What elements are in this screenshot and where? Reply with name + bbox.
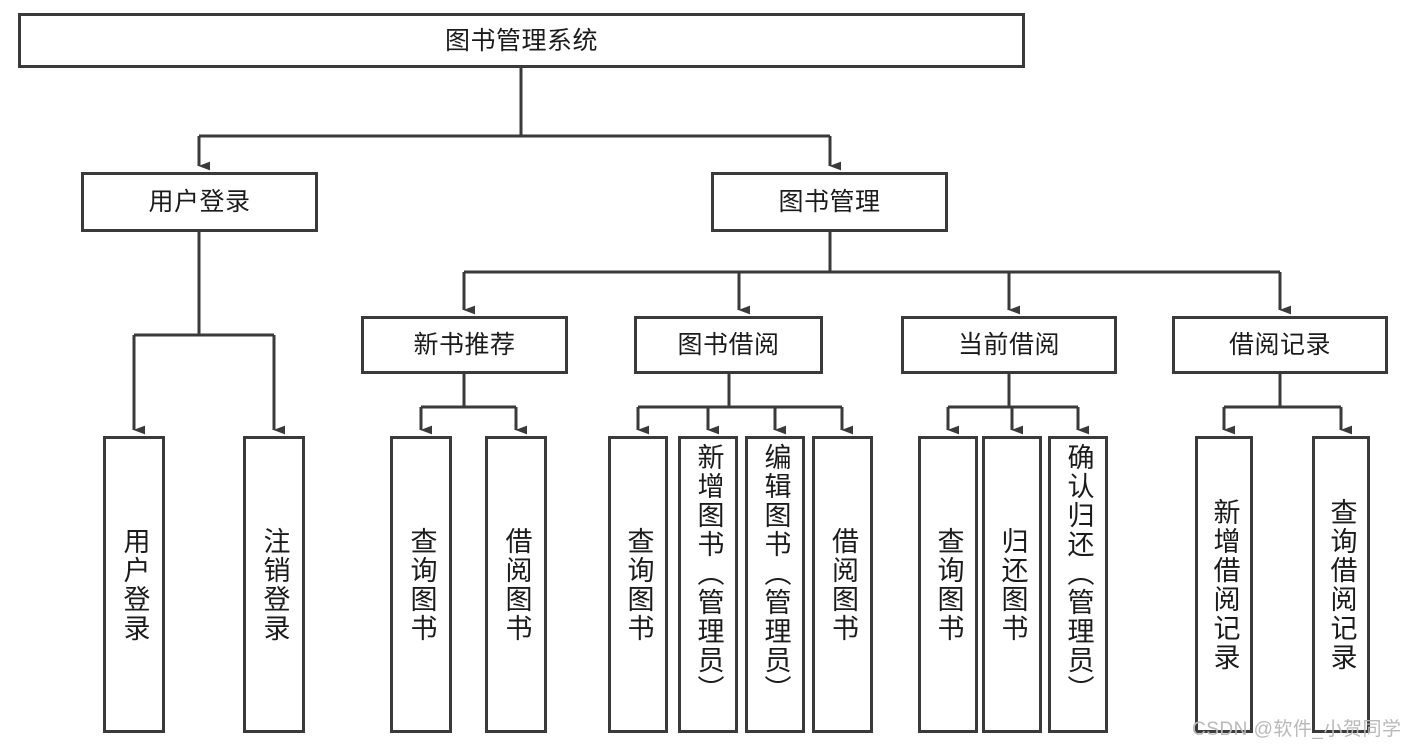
node-leaf-query-book-3-label: 查询图书 [933,526,964,643]
node-leaf-add-book-admin[interactable]: 新增图书（管理员） [678,436,738,733]
node-leaf-confirm-return-admin-label: 确认归还（管理员） [1063,443,1094,704]
node-leaf-borrow-book-2-label: 借阅图书 [828,526,858,643]
node-leaf-query-book-1-label: 查询图书 [406,526,437,643]
node-leaf-logout-label: 注销登录 [259,526,290,643]
node-book-management[interactable]: 图书管理 [711,172,948,232]
node-leaf-add-book-admin-label: 新增图书（管理员） [693,443,724,704]
node-new-book-recommend[interactable]: 新书推荐 [361,316,568,374]
node-root[interactable]: 图书管理系统 [18,13,1025,68]
node-leaf-borrow-book-1[interactable]: 借阅图书 [485,436,547,733]
node-current-borrow[interactable]: 当前借阅 [901,316,1117,374]
node-leaf-query-book-3[interactable]: 查询图书 [918,436,978,733]
node-book-borrow-label: 图书借阅 [677,331,780,359]
node-leaf-user-login-label: 用户登录 [119,526,150,643]
node-leaf-edit-book-admin[interactable]: 编辑图书（管理员） [745,436,805,733]
node-leaf-edit-book-admin-label: 编辑图书（管理员） [760,443,791,704]
node-leaf-add-borrow-record[interactable]: 新增借阅记录 [1195,436,1253,733]
node-user-login[interactable]: 用户登录 [81,172,318,232]
node-leaf-borrow-book-2[interactable]: 借阅图书 [812,436,873,733]
node-leaf-query-book-2-label: 查询图书 [623,526,654,643]
node-book-borrow[interactable]: 图书借阅 [634,316,823,374]
node-leaf-return-book-label: 归还图书 [997,526,1028,643]
node-leaf-query-book-2[interactable]: 查询图书 [608,436,668,733]
node-leaf-query-borrow-record-label: 查询借阅记录 [1326,497,1357,672]
csdn-watermark: CSDN @软件_小贺同学 [1192,719,1402,740]
node-leaf-add-borrow-record-label: 新增借阅记录 [1209,497,1240,672]
node-leaf-query-borrow-record[interactable]: 查询借阅记录 [1312,436,1370,733]
node-root-label: 图书管理系统 [444,26,598,55]
node-leaf-query-book-1[interactable]: 查询图书 [390,436,452,733]
node-borrow-records-label: 借阅记录 [1228,331,1331,359]
node-leaf-return-book[interactable]: 归还图书 [982,436,1042,733]
node-leaf-user-login[interactable]: 用户登录 [103,436,165,733]
node-book-management-label: 图书管理 [778,188,881,216]
node-leaf-confirm-return-admin[interactable]: 确认归还（管理员） [1048,436,1108,733]
node-new-book-recommend-label: 新书推荐 [413,331,516,359]
node-leaf-logout[interactable]: 注销登录 [243,436,305,733]
node-leaf-borrow-book-1-label: 借阅图书 [501,526,532,643]
node-current-borrow-label: 当前借阅 [957,331,1060,359]
node-borrow-records[interactable]: 借阅记录 [1172,316,1388,374]
node-user-login-label: 用户登录 [148,188,251,216]
